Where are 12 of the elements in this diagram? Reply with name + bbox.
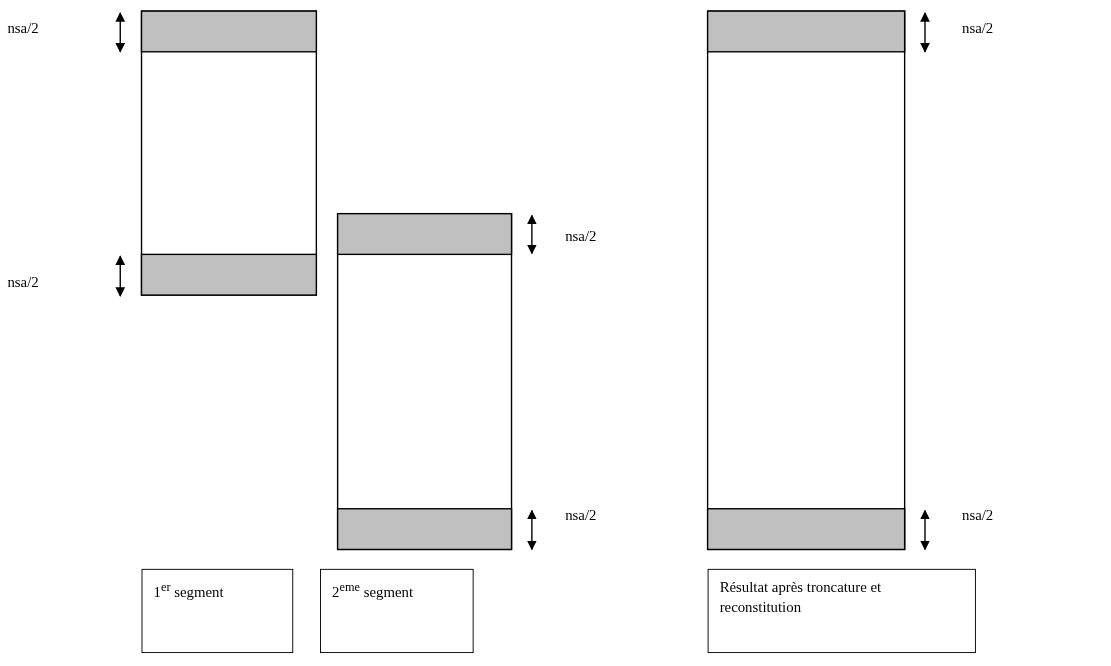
caption-box — [320, 568, 474, 654]
caption-box — [707, 568, 976, 654]
dimension-label: nsa/2 — [565, 228, 597, 246]
dimension-label: nsa/2 — [962, 20, 994, 37]
dimension-label: nsa/2 — [565, 506, 597, 524]
dimension-label: nsa/2 — [7, 20, 39, 37]
dimension-label: nsa/2 — [962, 506, 994, 524]
dimension-label: nsa/2 — [7, 273, 39, 291]
caption-text: 1$^{er}$ segment — [153, 579, 225, 602]
caption-box — [141, 568, 294, 654]
caption-text: Résultat après troncature et reconstitution — [719, 578, 883, 618]
caption-text: 2$^{eme}$ segment — [332, 579, 415, 602]
